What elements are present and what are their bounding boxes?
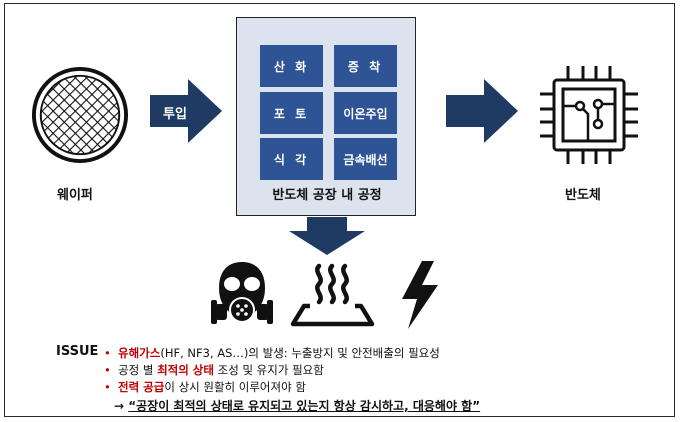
down-arrow-icon <box>289 217 365 255</box>
bullet-marker: • <box>104 346 111 360</box>
factory-process-box: 산 화 증 착 포 토 이온주입 식 각 금속배선 반도체 공장 내 공정 <box>236 17 416 216</box>
lightning-icon <box>402 261 438 329</box>
chip-label: 반도체 <box>565 188 601 203</box>
issue-item-optimal: • 공정 별 최적의 상태 조성 및 유지가 필요함 <box>104 362 440 379</box>
issue-item-power: • 전력 공급 이 상시 원활히 이루어져야 함 <box>104 379 440 396</box>
input-arrow-icon <box>150 79 222 143</box>
wafer-label: 웨이퍼 <box>57 188 93 203</box>
issue-text: 조성 및 유지가 필요함 <box>213 363 324 377</box>
process-ion-implant: 이온주입 <box>334 92 397 134</box>
wafer-icon <box>31 66 129 164</box>
input-arrow-label: 투입 <box>163 107 187 122</box>
issue-highlight: 최적의 상태 <box>157 363 214 377</box>
issue-highlight: 전력 공급 <box>118 380 165 394</box>
issue-list: • 유해가스 (HF, NF3, AS…)의 발생: 누출방지 및 안전배출의 … <box>104 345 440 396</box>
issue-highlight: 유해가스 <box>118 346 161 360</box>
process-etch: 식 각 <box>260 138 323 180</box>
gas-mask-icon <box>211 262 273 324</box>
figure-frame <box>4 3 675 417</box>
process-photo: 포 토 <box>260 92 323 134</box>
issue-text-prefix: 공정 별 <box>118 363 158 377</box>
bullet-marker: • <box>104 363 111 377</box>
issue-text: (HF, NF3, AS…)의 발생: 누출방지 및 안전배출의 필요성 <box>160 346 440 360</box>
issue-item-gas: • 유해가스 (HF, NF3, AS…)의 발생: 누출방지 및 안전배출의 … <box>104 345 440 362</box>
process-metallization: 금속배선 <box>334 138 397 180</box>
chip-icon <box>540 66 638 164</box>
process-oxidation: 산 화 <box>260 45 323 87</box>
bullet-marker: • <box>104 380 111 394</box>
issue-title: ISSUE <box>56 344 99 359</box>
issue-text: 이 상시 원활히 이루어져야 함 <box>164 380 306 394</box>
process-deposition: 증 착 <box>334 45 397 87</box>
conclusion-text: “공장이 최적의 상태로 유지되고 있는지 항상 감시하고, 대응해야 함” <box>128 399 481 413</box>
conclusion-arrow: → <box>114 399 125 413</box>
output-arrow-icon <box>446 79 518 143</box>
heat-icon <box>290 263 375 327</box>
issue-conclusion: → “공장이 최적의 상태로 유지되고 있는지 항상 감시하고, 대응해야 함” <box>114 397 480 414</box>
factory-title: 반도체 공장 내 공정 <box>272 188 382 203</box>
